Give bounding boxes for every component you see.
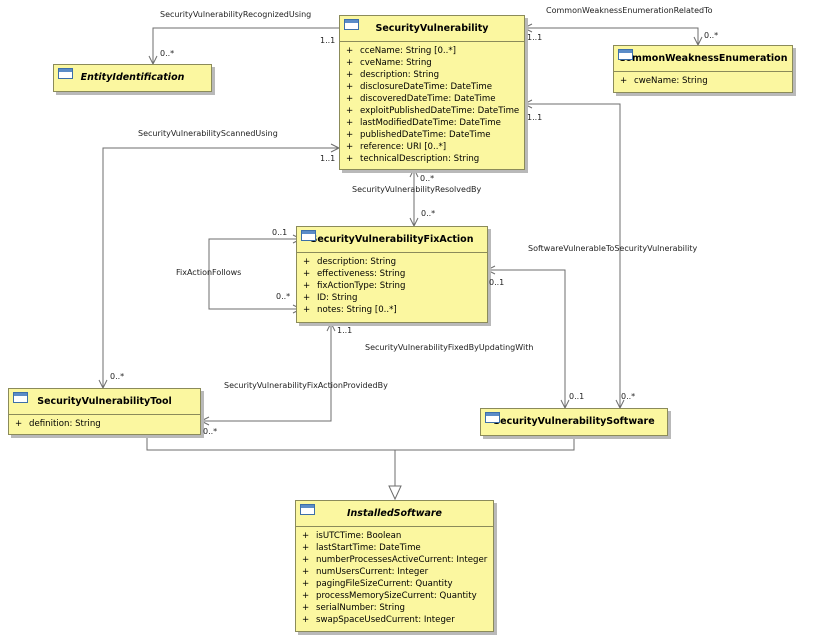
- class-security-vulnerability-tool[interactable]: SecurityVulnerabilityTool +definition: S…: [8, 388, 201, 435]
- association-fixed-by-updating: [487, 269, 566, 408]
- attribute-list: +isUTCTime: Boolean +lastStartTime: Date…: [296, 527, 493, 626]
- label-fixed-by-updating: SecurityVulnerabilityFixedByUpdatingWith: [365, 343, 534, 352]
- class-header: SecurityVulnerabilityTool: [9, 389, 200, 415]
- class-security-vulnerability-software[interactable]: SecurityVulnerabilitySoftware: [480, 408, 668, 436]
- class-name: InstalledSoftware: [346, 508, 443, 519]
- attribute-list: +cceName: String [0..*] +cveName: String…: [340, 42, 524, 165]
- association-cwe-related-to: [524, 27, 699, 45]
- label-scanned-using: SecurityVulnerabilityScannedUsing: [138, 129, 278, 138]
- mult-updating-software: 0..1: [569, 392, 585, 401]
- label-resolved-by: SecurityVulnerabilityResolvedBy: [352, 185, 482, 194]
- class-header: CommonWeaknessEnumeration: [614, 46, 792, 72]
- attribute: +lastStartTime: DateTime: [302, 543, 421, 553]
- mult-updating-fix: 0..1: [489, 278, 505, 287]
- label-software-vulnerable: SoftwareVulnerableToSecurityVulnerabilit…: [528, 244, 698, 253]
- mult-provided-tool: 0..*: [203, 427, 218, 436]
- attribute: +effectiveness: String: [303, 269, 406, 279]
- attribute: +processMemorySizeCurrent: Quantity: [302, 591, 477, 601]
- class-name: SecurityVulnerabilitySoftware: [493, 416, 655, 427]
- attribute: +isUTCTime: Boolean: [302, 531, 402, 541]
- attribute: +serialNumber: String: [302, 603, 405, 613]
- class-icon: [485, 412, 500, 423]
- label-fix-action-provided-by: SecurityVulnerabilityFixActionProvidedBy: [224, 381, 388, 390]
- attribute: +disclosureDateTime: DateTime: [346, 82, 493, 92]
- label-cwe-related-to: CommonWeaknessEnumerationRelatedTo: [546, 6, 713, 15]
- mult-scanned-sv: 1..1: [320, 154, 336, 163]
- generalization-triangle: [388, 485, 402, 501]
- class-name: EntityIdentification: [80, 72, 185, 83]
- mult-software-sv: 1..1: [527, 113, 543, 122]
- mult-software-software: 0..*: [621, 392, 636, 401]
- class-icon: [13, 392, 28, 403]
- attribute-list: +cweName: String: [614, 72, 792, 87]
- class-icon: [58, 68, 73, 79]
- class-security-vulnerability[interactable]: SecurityVulnerability +cceName: String […: [339, 15, 525, 170]
- attribute: +lastModifiedDateTime: DateTime: [346, 118, 501, 128]
- attribute: +discoveredDateTime: DateTime: [346, 94, 496, 104]
- association-fix-action-provided-by: [201, 323, 332, 422]
- class-installed-software[interactable]: InstalledSoftware +isUTCTime: Boolean +l…: [295, 500, 494, 632]
- class-name: SecurityVulnerability: [375, 23, 489, 34]
- mult-resolved-sv: 0..*: [420, 174, 435, 183]
- mult-follows-bottom: 0..*: [276, 292, 291, 301]
- mult-cwe-sv: 1..1: [527, 33, 543, 42]
- association-fix-action-follows: [208, 238, 301, 310]
- attribute: +numUsersCurrent: Integer: [302, 567, 429, 577]
- class-common-weakness-enumeration[interactable]: CommonWeaknessEnumeration +cweName: Stri…: [613, 45, 793, 93]
- class-header: SecurityVulnerabilitySoftware: [481, 409, 667, 434]
- attribute: +definition: String: [15, 419, 101, 429]
- class-header: EntityIdentification: [54, 65, 211, 90]
- mult-provided-fix: 1..1: [337, 326, 353, 335]
- association-software-vulnerable: [524, 103, 621, 408]
- attribute: +cceName: String [0..*]: [346, 46, 457, 56]
- attribute: +ID: String: [303, 293, 358, 303]
- class-name: SecurityVulnerabilityFixAction: [310, 234, 474, 245]
- attribute: +cveName: String: [346, 58, 432, 68]
- class-header: SecurityVulnerabilityFixAction: [297, 227, 487, 253]
- attribute: +exploitPublishedDateTime: DateTime: [346, 106, 520, 116]
- attribute: +reference: URI [0..*]: [346, 142, 447, 152]
- association-recognized-using: [152, 27, 339, 64]
- class-name: CommonWeaknessEnumeration: [618, 53, 788, 64]
- mult-resolved-fix: 0..*: [421, 209, 436, 218]
- attribute-list: +definition: String: [9, 415, 200, 430]
- attribute-list: +description: String +effectiveness: Str…: [297, 253, 487, 316]
- class-icon: [618, 49, 633, 60]
- generalization-tree: [146, 435, 575, 451]
- attribute: +fixActionType: String: [303, 281, 406, 291]
- class-icon: [300, 504, 315, 515]
- arrowhead-provided-tool: [199, 416, 210, 426]
- attribute: +cweName: String: [620, 76, 708, 86]
- class-fix-action[interactable]: SecurityVulnerabilityFixAction +descript…: [296, 226, 488, 323]
- attribute: +technicalDescription: String: [346, 154, 480, 164]
- class-icon: [344, 19, 359, 30]
- mult-recognized-entity: 0..*: [160, 49, 175, 58]
- association-scanned-using: [102, 147, 339, 388]
- class-name: SecurityVulnerabilityTool: [37, 396, 172, 407]
- attribute: +description: String: [303, 257, 397, 267]
- class-icon: [301, 230, 316, 241]
- mult-follows-top: 0..1: [272, 228, 288, 237]
- label-recognized-using: SecurityVulnerabilityRecognizedUsing: [160, 10, 312, 19]
- attribute: +publishedDateTime: DateTime: [346, 130, 491, 140]
- mult-scanned-tool: 0..*: [110, 372, 125, 381]
- class-header: SecurityVulnerability: [340, 16, 524, 42]
- attribute: +notes: String [0..*]: [303, 305, 397, 315]
- label-fix-action-follows: FixActionFollows: [176, 268, 242, 277]
- attribute: +pagingFileSizeCurrent: Quantity: [302, 579, 453, 589]
- class-header: InstalledSoftware: [296, 501, 493, 527]
- attribute: +swapSpaceUsedCurrent: Integer: [302, 615, 455, 625]
- attribute: +description: String: [346, 70, 440, 80]
- mult-cwe-cwe: 0..*: [704, 31, 719, 40]
- arrowhead-provided-fix: [326, 321, 336, 332]
- class-entity-identification[interactable]: EntityIdentification: [53, 64, 212, 92]
- mult-recognized-sv: 1..1: [320, 36, 336, 45]
- attribute: +numberProcessesActiveCurrent: Integer: [302, 555, 488, 565]
